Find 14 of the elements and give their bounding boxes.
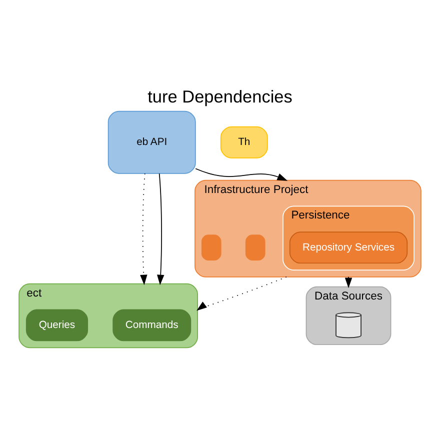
node-box: Queries (26, 309, 88, 342)
arrow (196, 276, 287, 311)
cluster: Data Sources (306, 286, 392, 346)
arrow (195, 168, 288, 181)
node-box (245, 234, 266, 261)
node-box: Repository Services (289, 232, 408, 264)
diagram-title: ture Dependencies (148, 86, 292, 107)
arrow (344, 276, 352, 288)
arrow (140, 173, 148, 286)
node-box (201, 234, 222, 261)
arrow (157, 173, 164, 286)
node-box: Th (220, 126, 268, 158)
node-box: eb API (108, 110, 196, 174)
node-box: Commands (112, 309, 192, 342)
